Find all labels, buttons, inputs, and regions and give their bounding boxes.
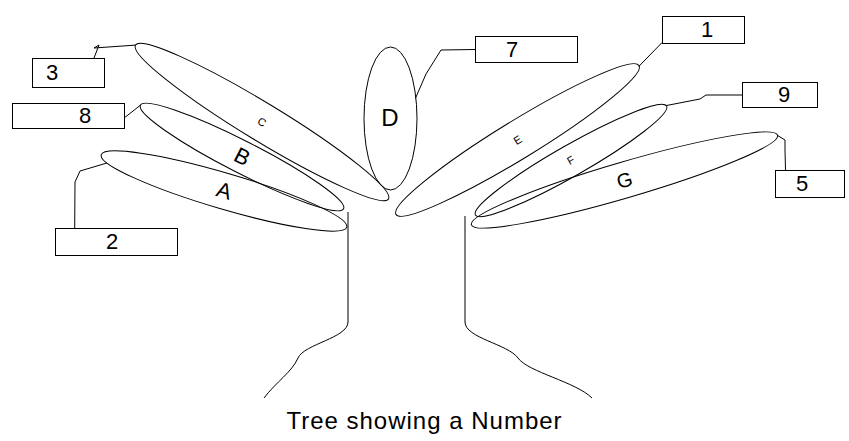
leaf-outline (133, 91, 351, 223)
leaf-letter: D (381, 106, 398, 130)
tree-trunk (264, 212, 348, 398)
callout-number: 9 (778, 84, 790, 106)
callout-box: 8 (12, 103, 125, 129)
leaf-outline (468, 92, 674, 228)
leader-line (639, 43, 662, 67)
leaf-letter: A (214, 178, 234, 203)
callout-box: 2 (55, 228, 178, 256)
leader-line (777, 135, 785, 170)
leader-line (667, 95, 743, 106)
callout-number: 5 (796, 173, 808, 195)
callout-box: 7 (475, 36, 578, 63)
leaf-letter: G (614, 168, 635, 192)
tree-trunk (465, 216, 592, 398)
callout-box: 1 (662, 16, 745, 44)
leaf-shape: C (124, 28, 399, 217)
leaf-letter: E (511, 133, 523, 146)
leader-line (416, 50, 476, 99)
leaf-letter: F (565, 154, 576, 167)
callout-number: 2 (106, 231, 118, 253)
callout-box: 5 (775, 170, 845, 198)
callout-number: 3 (46, 62, 58, 84)
leader-line (94, 45, 136, 58)
callout-number: 8 (79, 105, 91, 127)
leaf-outline (126, 29, 399, 215)
leaf-letter: C (256, 115, 269, 129)
callout-box: 3 (32, 58, 105, 88)
leaf-outline (466, 118, 782, 242)
leader-line (125, 105, 140, 117)
callout-number: 1 (701, 19, 713, 41)
callout-box: 9 (742, 82, 818, 108)
leaf-shape: D (363, 46, 418, 191)
caption-text: Tree showing a Number (286, 407, 562, 434)
leaf-shape: F (466, 91, 675, 230)
leaf-letter: B (230, 144, 253, 170)
callout-number: 7 (506, 39, 518, 61)
diagram-caption: Tree showing a Number (0, 407, 849, 435)
leaf-shape: E (384, 48, 650, 232)
leaf-outline (364, 47, 417, 190)
leader-line (75, 163, 107, 228)
